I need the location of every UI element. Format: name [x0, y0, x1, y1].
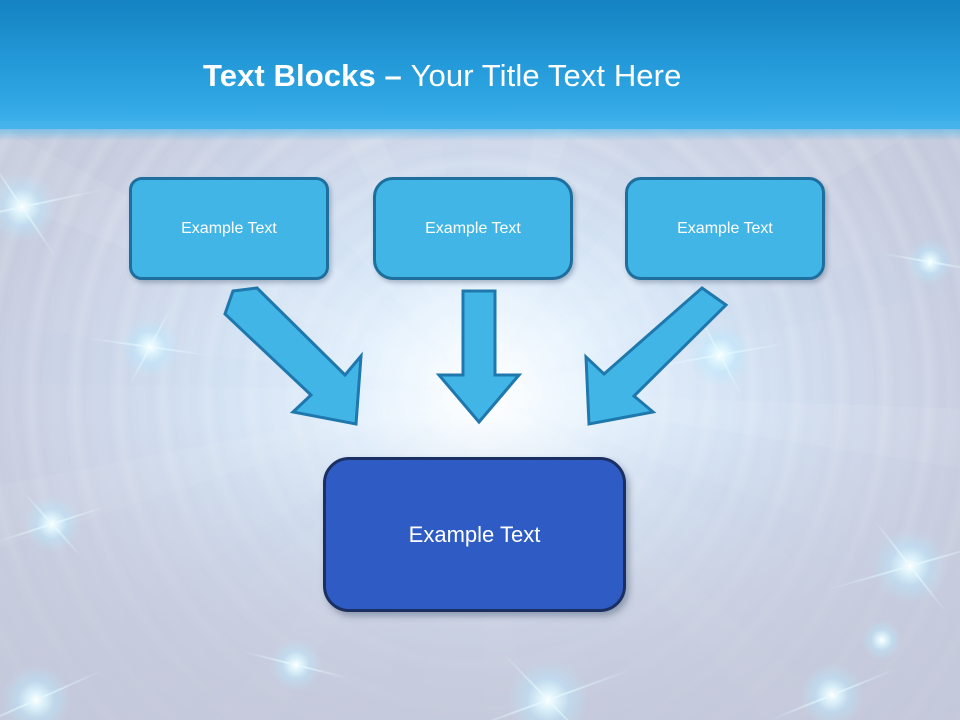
bottom-box-label: Example Text: [408, 521, 541, 547]
page-title-light: Your Title Text Here: [410, 58, 682, 93]
top-box-1[interactable]: Example Text: [129, 177, 329, 280]
page-title-dash: –: [384, 58, 411, 93]
top-box-2-label: Example Text: [425, 219, 521, 237]
top-box-1-label: Example Text: [181, 219, 277, 237]
top-box-3-label: Example Text: [677, 219, 773, 237]
page-title: Text Blocks – Your Title Text Here: [203, 56, 681, 96]
top-box-2[interactable]: Example Text: [373, 177, 573, 280]
page-title-bold: Text Blocks: [203, 58, 385, 93]
top-box-3[interactable]: Example Text: [625, 177, 825, 280]
bottom-box[interactable]: Example Text: [323, 457, 626, 612]
slide-header-band: [0, 0, 960, 141]
